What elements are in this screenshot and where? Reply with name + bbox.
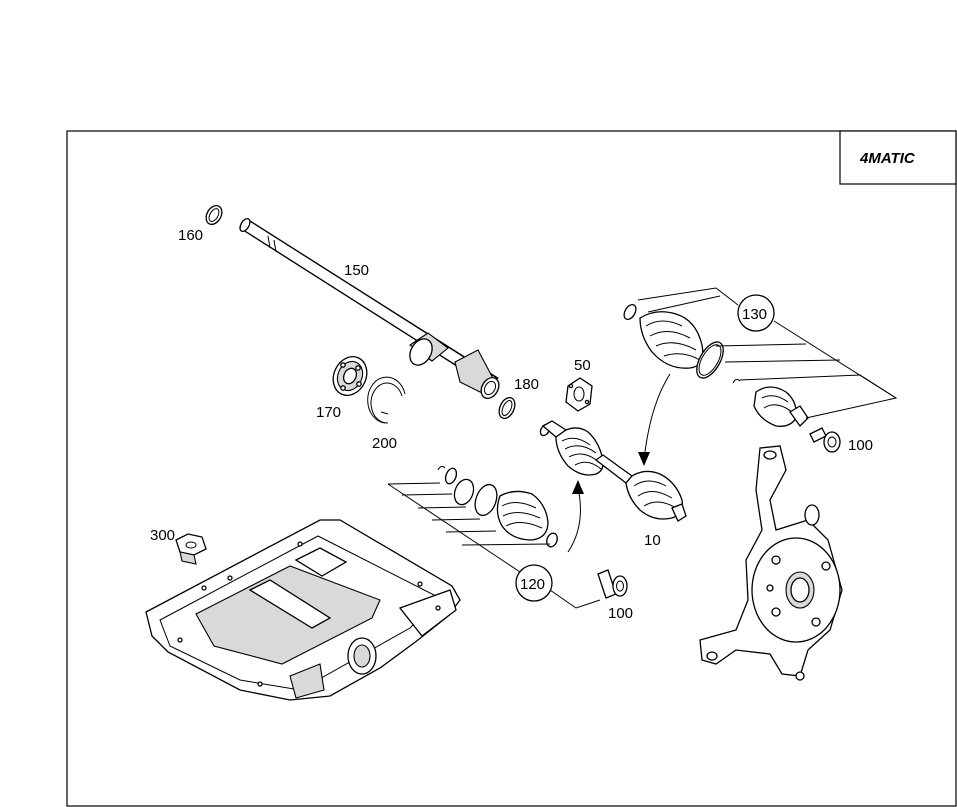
arrow-down-to-shaft — [643, 373, 671, 461]
callout-10: 10 — [644, 532, 661, 549]
callout-130: 130 — [742, 306, 767, 323]
leader-lines-120 — [387, 482, 601, 609]
callout-300: 300 — [150, 527, 175, 544]
callout-120: 120 — [520, 576, 545, 593]
arrow-up-to-shaft — [567, 487, 581, 553]
diagram-frame — [66, 130, 957, 807]
callout-170: 170 — [316, 404, 341, 421]
callout-130-circle — [737, 294, 775, 332]
part-300-nut[interactable] — [175, 533, 207, 565]
part-130-kit[interactable] — [622, 303, 809, 428]
part-120-kit[interactable] — [437, 465, 559, 548]
part-170-bearing[interactable] — [327, 351, 373, 401]
part-100-bolt-lower[interactable] — [597, 569, 628, 599]
callout-200: 200 — [372, 435, 397, 452]
part-150-shaft[interactable] — [238, 217, 502, 402]
callout-100-right: 100 — [848, 437, 873, 454]
callout-180: 180 — [514, 376, 539, 393]
callout-100-lower: 100 — [608, 605, 633, 622]
callout-50: 50 — [574, 357, 591, 374]
part-180-seal-ring[interactable] — [496, 395, 518, 421]
arrow-up-head — [572, 480, 584, 494]
oil-pan-housing — [145, 519, 461, 701]
steering-knuckle — [699, 445, 843, 681]
arrow-down-head — [638, 452, 650, 466]
part-10-drive-shaft[interactable] — [539, 420, 687, 522]
part-50-clamp[interactable] — [565, 377, 593, 412]
part-100-bolt-right[interactable] — [809, 427, 841, 453]
4matic-badge: 4MATIC — [839, 130, 957, 185]
part-200-snap-ring[interactable] — [367, 376, 406, 424]
part-160-ring[interactable] — [203, 203, 225, 227]
callout-120-circle — [515, 564, 553, 602]
4matic-badge-text: 4MATIC — [859, 150, 916, 167]
callout-150: 150 — [344, 262, 369, 279]
callout-160: 160 — [178, 227, 203, 244]
leader-lines-130 — [637, 287, 898, 419]
